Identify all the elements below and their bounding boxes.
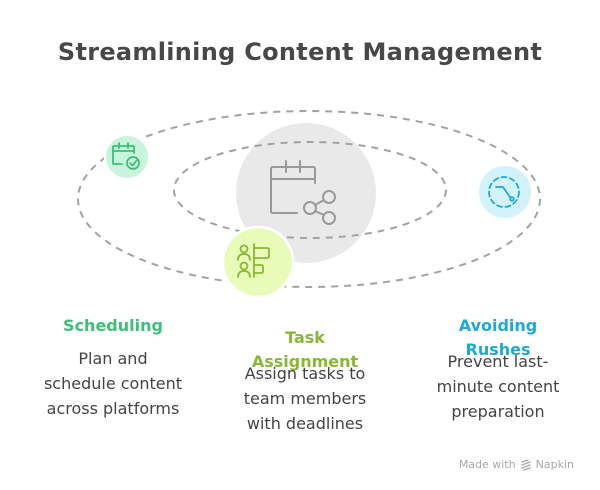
item-description-line: minute content — [436, 377, 560, 396]
item-heading-line: Assignment — [251, 352, 359, 371]
node-task-assignment — [221, 225, 295, 299]
item-avoiding-rushes: Avoiding Rushes Prevent last- minute con… — [413, 314, 583, 421]
napkin-logo-icon — [520, 458, 531, 471]
footer-text: Made with — [458, 458, 516, 471]
center-circle — [236, 123, 376, 263]
diagram-title: Streamlining Content Management — [57, 38, 543, 66]
item-heading: Task Assignment — [220, 326, 390, 374]
calendar-check-icon — [112, 142, 140, 170]
people-tasks-icon — [237, 243, 270, 278]
footer-attribution[interactable]: Made with Napkin — [459, 458, 574, 471]
item-task-assignment: Task Assignment Assign tasks to team mem… — [220, 326, 390, 433]
item-heading: Scheduling — [63, 316, 163, 335]
clock-dashed-icon — [488, 176, 520, 208]
inner-orbit — [173, 141, 447, 239]
node-avoiding-rushes — [477, 164, 533, 220]
item-heading-line: Avoiding — [458, 316, 538, 335]
calendar-share-icon — [270, 160, 336, 225]
item-description-line: Assign tasks to — [244, 364, 366, 383]
item-heading: Avoiding Rushes — [413, 314, 583, 362]
item-description-line: preparation — [451, 402, 545, 421]
item-description-line: with deadlines — [246, 414, 364, 433]
item-description-line: across platforms — [46, 399, 180, 418]
item-description-line: Plan and — [78, 349, 148, 368]
footer-brand: Napkin — [535, 458, 574, 471]
outer-orbit — [77, 110, 541, 288]
item-heading-line: Rushes — [465, 340, 531, 359]
item-description-line: Prevent last- — [447, 352, 549, 371]
item-description-line: team members — [243, 389, 367, 408]
item-description-line: schedule content — [43, 374, 183, 393]
node-scheduling — [104, 134, 150, 180]
item-scheduling: Scheduling Plan and schedule content acr… — [28, 314, 198, 421]
item-heading-line: Task — [285, 328, 325, 347]
